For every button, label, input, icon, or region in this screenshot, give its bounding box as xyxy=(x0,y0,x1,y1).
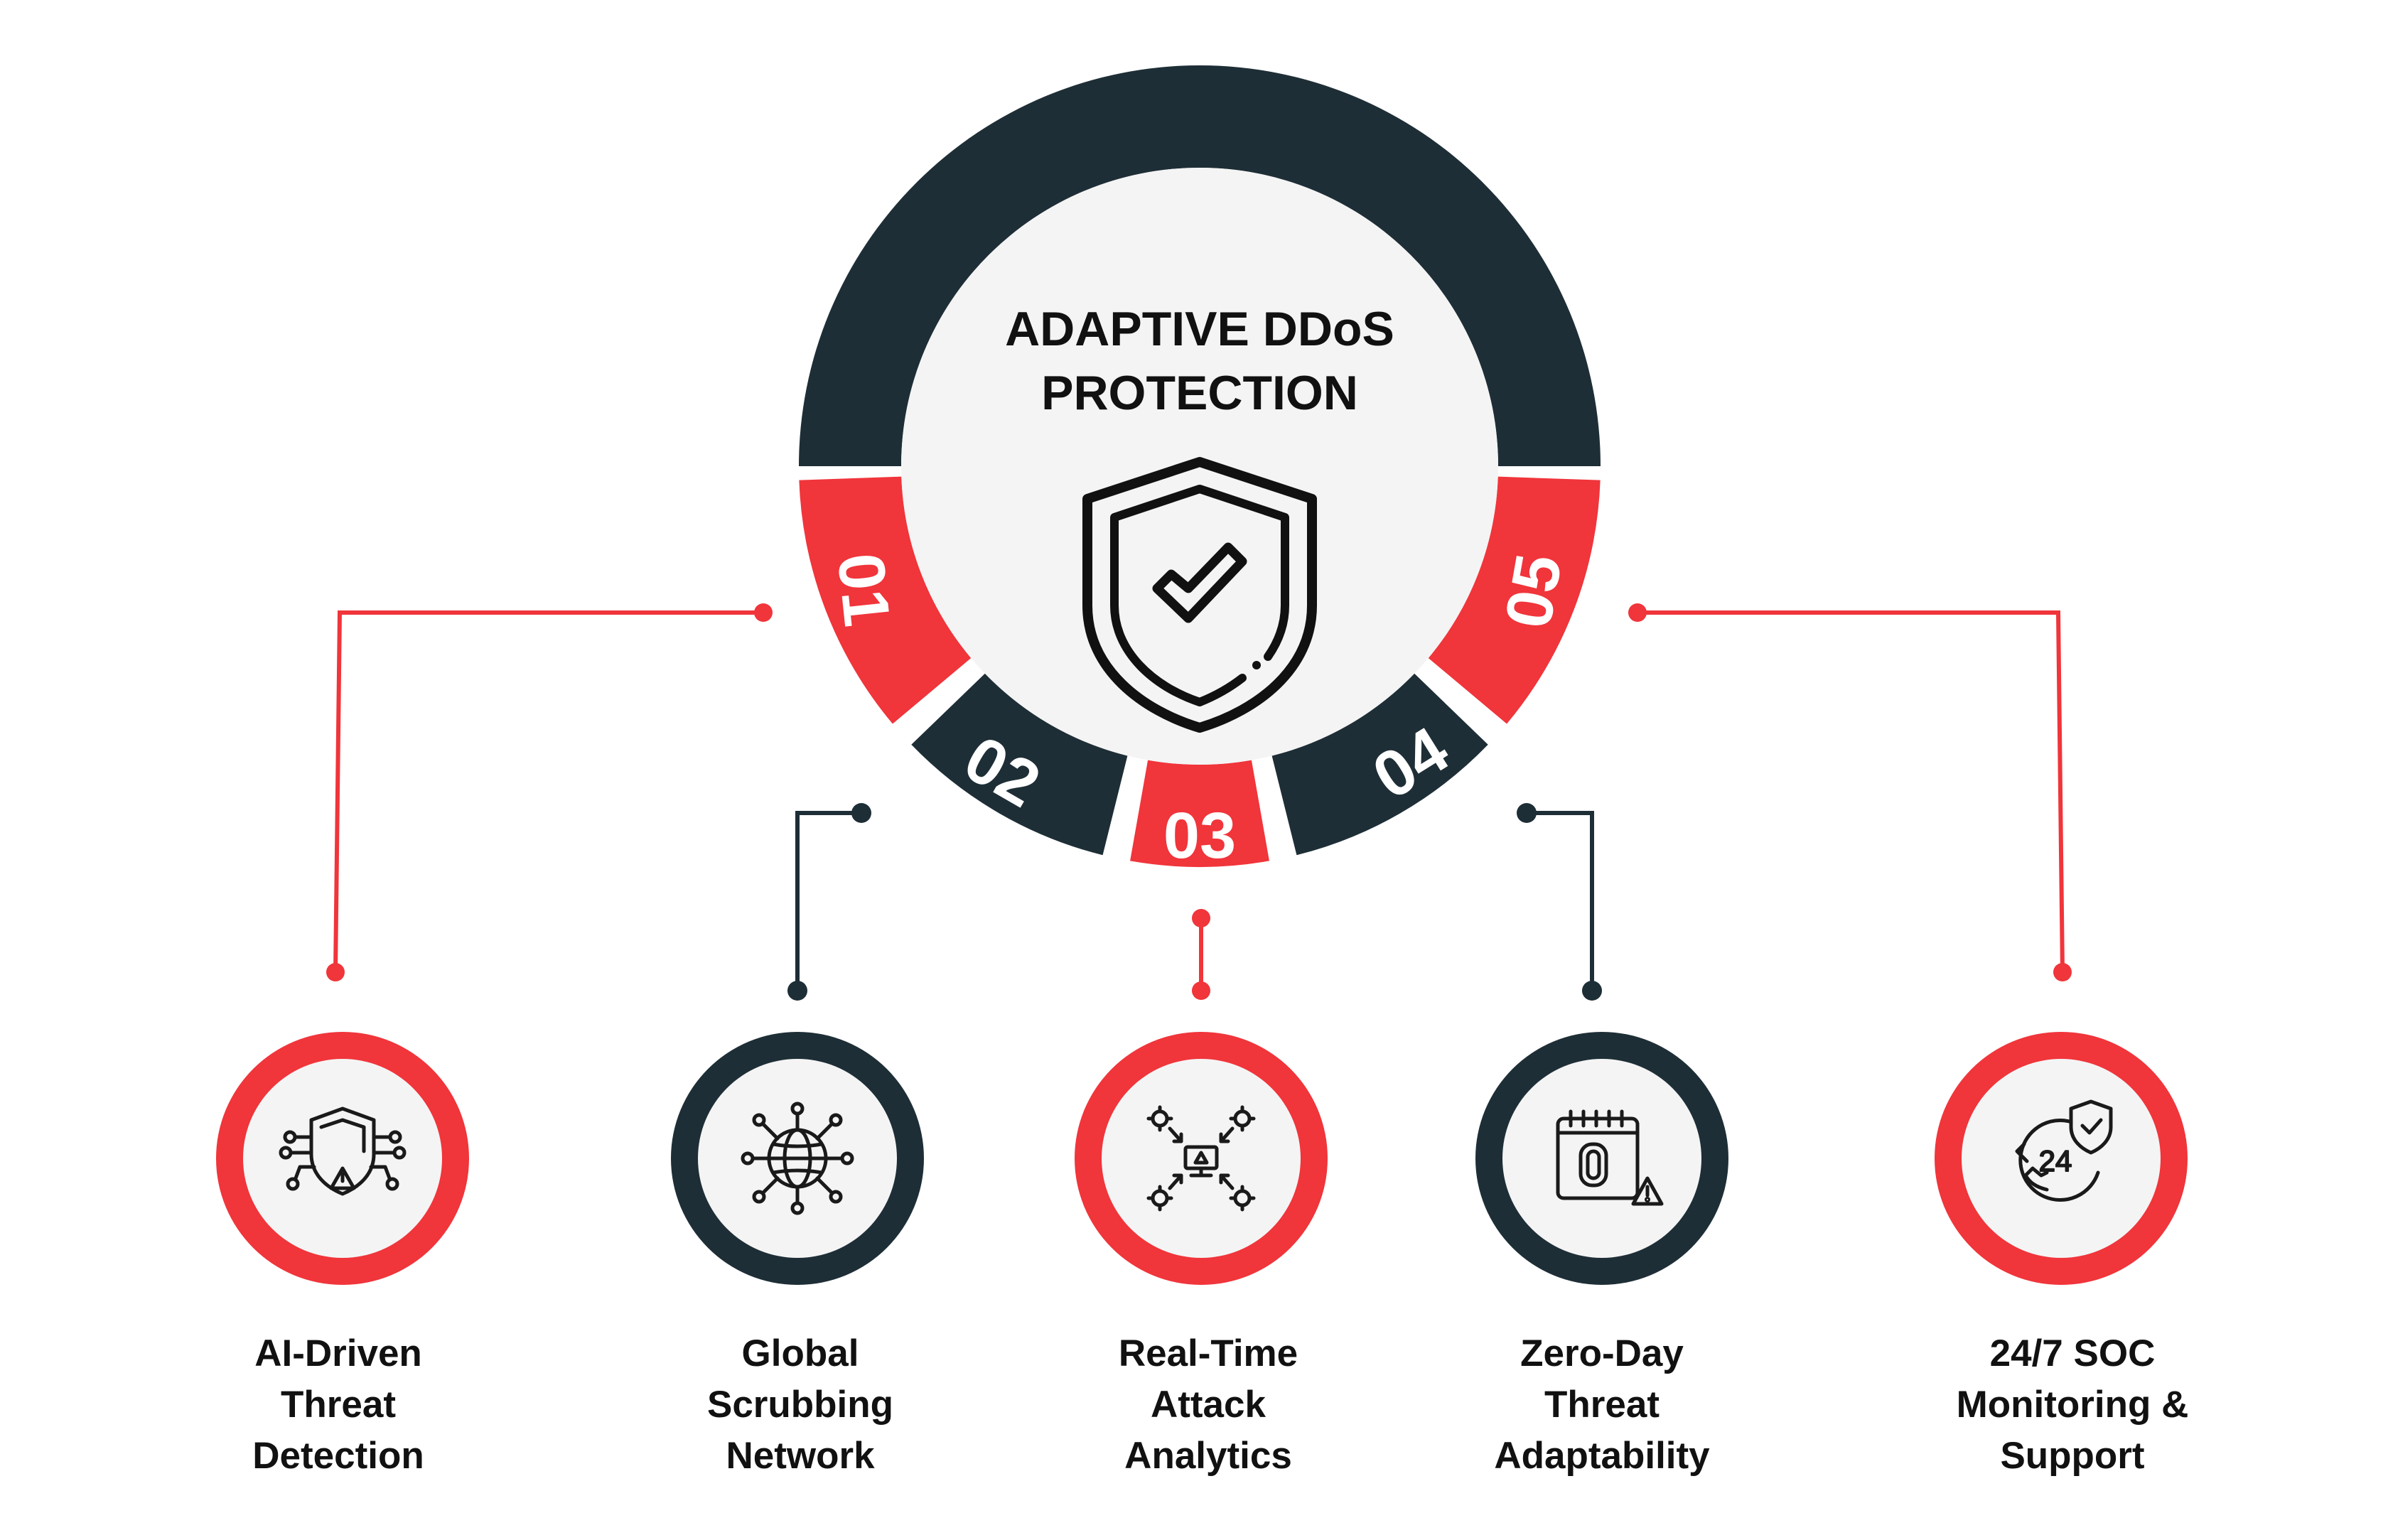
hub-top-arc xyxy=(799,65,1601,466)
shield-check-icon xyxy=(1082,457,1317,733)
feature-label-05-line-2: Monitoring & xyxy=(1957,1384,2189,1426)
hub-title-line-1: ADAPTIVE DDoS xyxy=(1005,302,1394,356)
connector-02 xyxy=(787,803,871,1001)
feature-label-02-line-1: Global xyxy=(742,1332,859,1374)
connectors xyxy=(326,603,2072,1001)
connector-04 xyxy=(1517,803,1602,1001)
feature-circle-03 xyxy=(1075,1032,1328,1285)
feature-label-04-line-3: Adaptability xyxy=(1494,1435,1710,1477)
clock-24-shield-icon: 24 xyxy=(2015,1099,2113,1202)
feature-label-05-line-3: Support xyxy=(2000,1435,2144,1477)
feature-circle-01 xyxy=(216,1032,469,1285)
feature-label-04-line-1: Zero-Day xyxy=(1520,1332,1684,1374)
feature-label-03-line-3: Analytics xyxy=(1124,1435,1292,1477)
feature-label-05-line-1: 24/7 SOC xyxy=(1990,1332,2156,1374)
feature-circles xyxy=(216,1032,2188,1285)
segment-number-03: 03 xyxy=(1163,799,1236,872)
feature-label-04-line-2: Threat xyxy=(1544,1384,1660,1426)
hub-title-line-2: PROTECTION xyxy=(1041,366,1358,420)
connector-03 xyxy=(1192,909,1210,1000)
connector-05 xyxy=(1628,603,2072,981)
feature-label-01-line-2: Threat xyxy=(281,1384,396,1426)
connector-01 xyxy=(326,603,773,981)
shield-network-alert-icon xyxy=(279,1106,407,1196)
feature-label-01-line-1: AI-Driven xyxy=(254,1332,422,1374)
feature-label-02-line-3: Network xyxy=(726,1435,875,1477)
svg-text:24: 24 xyxy=(2039,1144,2072,1178)
feature-label-01-line-3: Detection xyxy=(252,1435,424,1477)
attack-monitor-icon xyxy=(1146,1105,1256,1212)
feature-circle-04 xyxy=(1475,1032,1728,1285)
segment-number-01: 01 xyxy=(824,550,903,630)
segment-05 xyxy=(1428,476,1601,724)
feature-labels: AI-Driven Threat Detection Global Scrubb… xyxy=(252,1332,2188,1477)
feature-label-03-line-1: Real-Time xyxy=(1119,1332,1298,1374)
globe-network-icon xyxy=(741,1102,854,1215)
segment-02 xyxy=(911,673,1128,856)
zero-day-calendar-icon xyxy=(1556,1109,1664,1206)
segment-03 xyxy=(1130,760,1269,867)
feature-label-03-line-2: Attack xyxy=(1151,1384,1266,1426)
segment-01 xyxy=(799,476,972,724)
segment-number-05: 05 xyxy=(1492,549,1576,634)
segment-04 xyxy=(1271,673,1488,856)
feature-label-02-line-2: Scrubbing xyxy=(707,1384,893,1426)
